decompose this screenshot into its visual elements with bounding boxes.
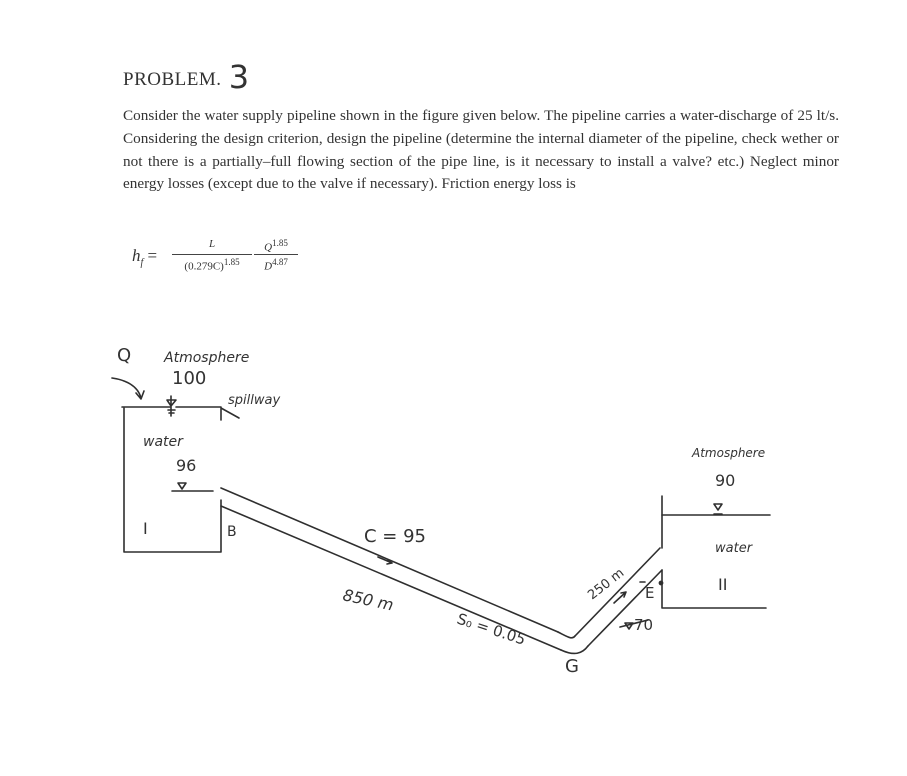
water-surface-100 [166,395,177,417]
water-surface-70 [619,619,649,630]
flow-arrow-850 [377,556,393,565]
slope-label: S₀ = 0.05 [455,610,528,649]
formula-lhs: hf = [132,246,158,269]
atmosphere-left-label: Atmosphere [163,350,249,366]
point-g-label: G [565,656,579,677]
atmosphere-right-label: Atmosphere [691,446,765,460]
level-70-label: 70 [634,616,653,634]
problem-label: PROBLEM. [123,69,222,90]
formula-f2-numerator: Q1.85 [264,238,288,254]
formula-fraction-length: L (0.279C)1.85 [172,238,252,273]
water-surface-90 [713,503,723,515]
problem-number: 3 [228,58,250,96]
reservoir-1-label: I [143,519,148,538]
formula-fraction-discharge: Q1.85 D4.87 [254,238,298,273]
water-right-label: water [715,541,754,556]
pipe-bend-top [557,631,576,639]
discharge-label-q: Q [117,345,131,366]
problem-heading: PROBLEM. 3 [123,55,250,96]
formula-f1-denominator: (0.279C)1.85 [172,254,252,273]
pipe-top-wall [220,487,559,633]
point-e-label: E [645,584,654,602]
level-90-label: 90 [715,471,735,490]
water-left-label: water [143,434,184,450]
water-surface-96 [171,482,214,492]
reservoir-1-outline [123,407,222,553]
formula-f2-denominator: D4.87 [254,254,298,273]
spillway-label: spillway [228,393,280,408]
reservoir-2-label: II [718,575,727,594]
point-b-label: B [227,524,237,540]
pipe-bottom-wall [220,505,562,651]
length-850-label: 850 m [341,585,395,614]
flow-arrow-250 [613,591,627,604]
rising-pipe-top [574,547,661,637]
hazen-c-label: C = 95 [364,526,426,547]
rising-pipe-bottom [587,569,663,647]
formula-f1-numerator: L [208,238,216,250]
level-100-label: 100 [172,368,206,389]
pipe-bend-bottom [560,645,589,655]
spillway-edge [175,406,240,421]
level-96-label: 96 [176,456,196,475]
problem-statement: Consider the water supply pipeline shown… [123,107,839,193]
inflow-arrow [111,377,142,399]
